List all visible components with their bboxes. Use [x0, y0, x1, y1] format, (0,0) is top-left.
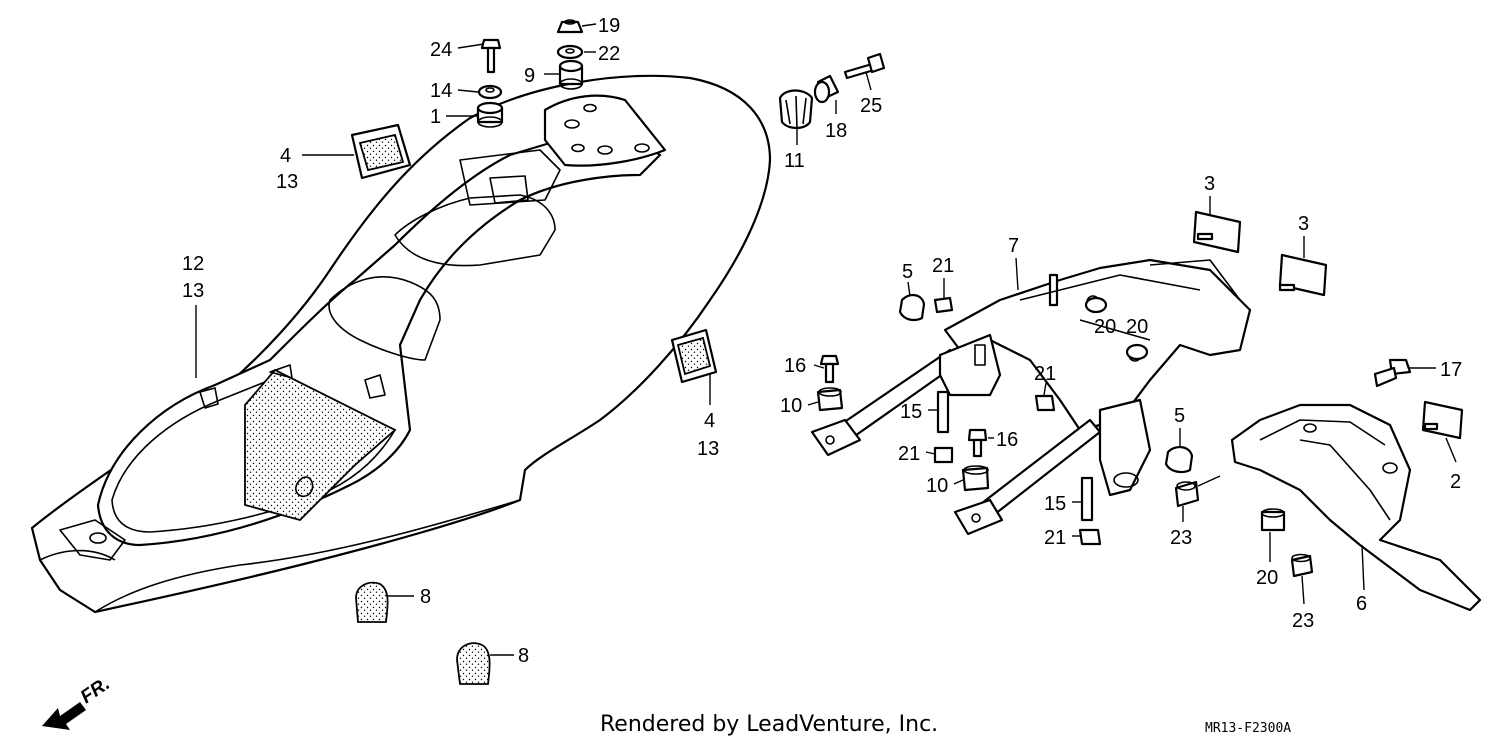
grommet-1: [476, 101, 504, 128]
collar-23-upper: [1174, 480, 1200, 508]
reflector-4-middle: [670, 328, 718, 384]
grommet-5-lower: [1164, 446, 1194, 474]
callout-5-upper: 5: [902, 261, 913, 283]
callout-4-left: 4: [280, 145, 291, 167]
reflector-2: [1421, 400, 1464, 440]
callout-3-upper: 3: [1204, 173, 1215, 195]
grommet-20-c: [1260, 508, 1286, 532]
nut-21-lower: [1078, 528, 1102, 546]
callout-20-a: 20: [1094, 316, 1116, 338]
nut-21-upper: [933, 296, 954, 314]
callout-16-upper: 16: [784, 355, 806, 377]
callout-9: 9: [524, 65, 535, 87]
callout-4-middle: 4: [704, 410, 715, 432]
bolt-16-upper: [819, 354, 840, 384]
grommet-9: [558, 59, 584, 90]
callout-20-b: 20: [1126, 316, 1148, 338]
bolt-17: [1373, 358, 1412, 388]
nut-19: [556, 19, 584, 34]
callout-24: 24: [430, 39, 452, 61]
callout-13-tray: 13: [182, 280, 204, 302]
callout-12: 12: [182, 253, 204, 275]
front-direction-label: FR.: [77, 673, 114, 708]
nut-21-left: [933, 446, 954, 464]
bolt-25: [843, 52, 886, 80]
washer-22: [556, 44, 584, 60]
grommet-10-lower: [961, 465, 990, 492]
callout-13-left: 13: [276, 171, 298, 193]
callout-21-left: 21: [898, 443, 920, 465]
cushion-8-upper: [355, 581, 389, 623]
callout-23-upper: 23: [1170, 527, 1192, 549]
callout-22: 22: [598, 43, 620, 65]
diagram-code: MR13-F2300A: [1205, 721, 1291, 736]
rear-frame-7: [810, 258, 1252, 536]
callout-3-lower: 3: [1298, 213, 1309, 235]
callout-16-lower: 16: [996, 429, 1018, 451]
reflector-4-left: [350, 123, 412, 180]
rear-fender-6: [1230, 403, 1482, 612]
callout-13-middle: 13: [697, 438, 719, 460]
washer-14: [477, 84, 503, 100]
reflector-3-upper: [1192, 210, 1242, 254]
callout-20-c: 20: [1256, 567, 1278, 589]
callout-25: 25: [860, 95, 882, 117]
bolt-24: [480, 38, 502, 74]
callout-5-lower: 5: [1174, 405, 1185, 427]
callout-11: 11: [784, 150, 805, 172]
callout-2: 2: [1450, 471, 1461, 493]
bolt-15-upper: [936, 390, 950, 434]
grommet-10-upper: [816, 387, 844, 412]
callout-6: 6: [1356, 593, 1367, 615]
callout-8-lower: 8: [518, 645, 529, 667]
callout-21-lower: 21: [1044, 527, 1066, 549]
front-direction-indicator: FR.: [42, 673, 114, 730]
cushion-8-lower: [456, 642, 491, 685]
grommet-5-upper: [898, 294, 926, 322]
callout-15-upper: 15: [900, 401, 922, 423]
callout-23-lower: 23: [1292, 610, 1314, 632]
nut-21-middle: [1034, 394, 1056, 412]
callout-7: 7: [1008, 235, 1019, 257]
seat-cowl: [30, 74, 772, 614]
reflector-3-lower: [1278, 253, 1328, 297]
callout-1: 1: [430, 106, 441, 128]
grommet-11: [778, 89, 814, 130]
bolt-15-lower: [1080, 476, 1094, 522]
collar-18: [813, 74, 840, 104]
collar-23-lower: [1290, 553, 1314, 578]
bolt-16-lower: [967, 428, 988, 458]
callout-14: 14: [430, 80, 452, 102]
callout-18: 18: [825, 120, 847, 142]
callout-17: 17: [1440, 359, 1462, 381]
callout-15-lower: 15: [1044, 493, 1066, 515]
callout-10-upper: 10: [780, 395, 802, 417]
callout-21-upper: 21: [932, 255, 954, 277]
callout-10-lower: 10: [926, 475, 948, 497]
callout-21-middle: 21: [1034, 363, 1056, 385]
callout-8-upper: 8: [420, 586, 431, 608]
footer-credit: Rendered by LeadVenture, Inc.: [600, 712, 938, 737]
callout-19: 19: [598, 15, 620, 37]
leader-lines: [195, 23, 1457, 656]
grommet-20-a: [1084, 296, 1108, 314]
grommet-20-b: [1125, 343, 1149, 361]
callout-labels: 24 19 22 9 14 1 4 13 12 13 8 8 11 18 25 …: [182, 15, 1462, 667]
